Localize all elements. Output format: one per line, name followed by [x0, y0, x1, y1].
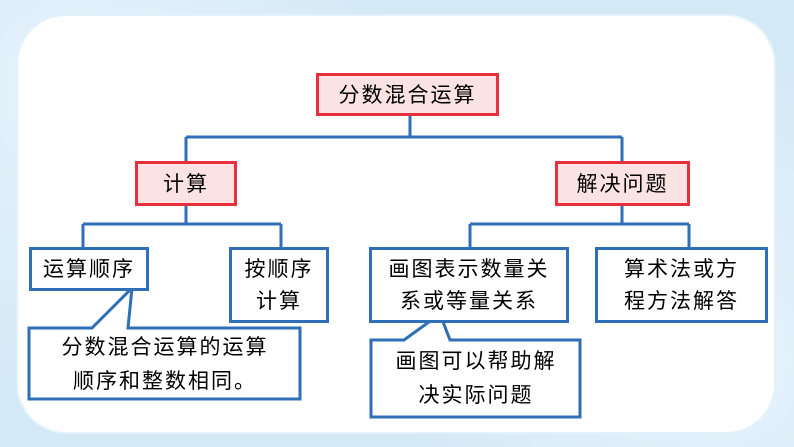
calc-label: 计算	[163, 171, 209, 196]
solve-node: 解决问题	[555, 161, 690, 206]
root-label: 分数混合运算	[338, 82, 477, 107]
callout-drawing-text: 画图可以帮助解 决实际问题	[374, 344, 578, 414]
methods-node: 算术法或方 程方法解答	[595, 247, 768, 323]
by-order-line1: 按顺序	[244, 257, 314, 281]
order-label: 运算顺序	[43, 257, 135, 281]
root-node: 分数混合运算	[316, 73, 499, 116]
methods-line1: 算术法或方	[624, 257, 739, 281]
by-order-node: 按顺序 计算	[229, 247, 329, 323]
by-order-line2: 计算	[256, 289, 302, 313]
callout-order-text: 分数混合运算的运算 顺序和整数相同。	[32, 330, 298, 398]
solve-label: 解决问题	[576, 171, 669, 196]
methods-line2: 程方法解答	[624, 289, 739, 313]
calc-node: 计算	[135, 161, 237, 206]
callout-order-line1: 分数混合运算的运算	[61, 335, 269, 359]
callout-drawing-line2: 决实际问题	[418, 383, 534, 407]
drawing-line2: 系或等量关系	[400, 289, 538, 313]
callout-drawing-line1: 画图可以帮助解	[395, 349, 557, 373]
drawing-line1: 画图表示数量关	[388, 257, 550, 281]
drawing-node: 画图表示数量关 系或等量关系	[369, 247, 569, 323]
order-node: 运算顺序	[29, 247, 149, 291]
callout-order-line2: 顺序和整数相同。	[73, 369, 257, 393]
